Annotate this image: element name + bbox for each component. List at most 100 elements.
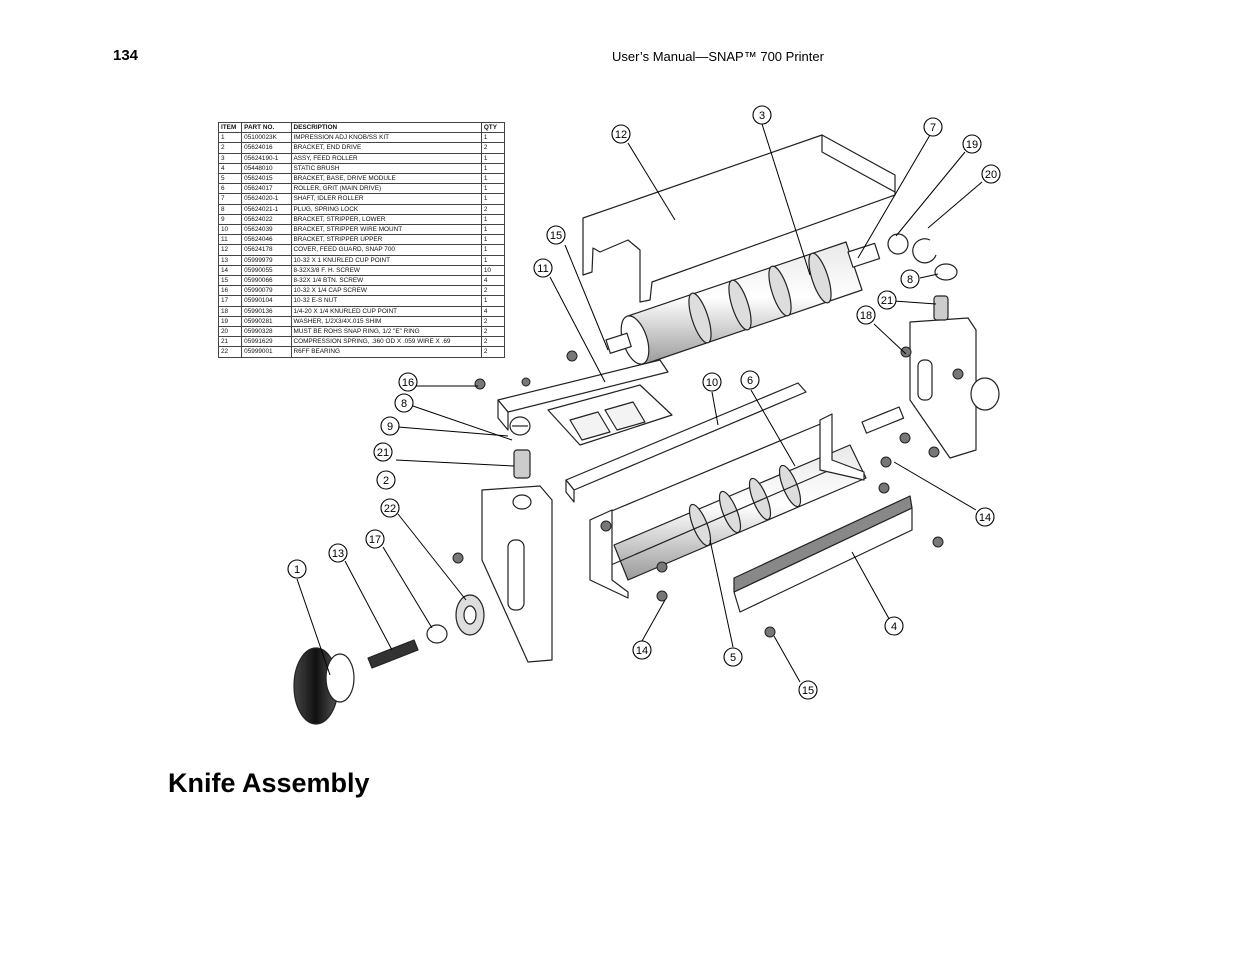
section-title: Knife Assembly <box>168 768 370 798</box>
callout-circle <box>398 372 418 392</box>
springs-part <box>513 295 949 479</box>
callout-circle <box>373 442 393 462</box>
callout-circle <box>740 370 760 390</box>
callout-circle <box>632 640 652 660</box>
callout-circle <box>723 647 743 667</box>
end-drive-bracket-left-part <box>481 485 553 663</box>
part-no-cell: 05990136 <box>241 305 292 317</box>
end-drive-bracket-right-part <box>909 317 1000 459</box>
bearing-part <box>455 594 485 636</box>
part-no-cell: 05990079 <box>241 285 292 297</box>
callout-circle <box>394 393 414 413</box>
static-brush-part <box>733 495 913 613</box>
running-header: User’s Manual—SNAP™ 700 Printer <box>612 49 824 64</box>
part-no-cell: 05990281 <box>241 315 292 328</box>
callout-circle <box>884 616 904 636</box>
callout-label: 1 <box>294 564 300 576</box>
callout-circle <box>611 124 631 144</box>
callout-circle <box>900 269 920 289</box>
callout-circle <box>380 498 400 518</box>
callout-circle <box>877 290 897 310</box>
callout-circle <box>856 305 876 325</box>
callout-label: 14 <box>636 645 648 657</box>
callout-circle <box>328 543 348 563</box>
stripper-bracket-part <box>497 359 673 446</box>
callout-label: 22 <box>384 503 396 515</box>
callout-label: 9 <box>387 421 393 433</box>
callout-circle <box>533 258 553 278</box>
grit-roller-part <box>613 406 905 581</box>
callout-label: 6 <box>747 375 753 387</box>
knurled-screw-part <box>367 639 419 669</box>
column-header-part-no: PART NO. <box>241 121 292 134</box>
part-no-cell: 05990328 <box>241 326 292 338</box>
callout-circle <box>752 105 772 125</box>
callout-label: 21 <box>881 295 893 307</box>
part-no-cell: 05100023K <box>241 132 292 144</box>
callout-circle <box>546 225 566 245</box>
callouts: 1234567889101112131414151516171819202121… <box>287 105 1001 700</box>
stripper-wire-mount-part <box>565 382 807 503</box>
callout-circle <box>923 117 943 137</box>
plug-part <box>934 263 958 281</box>
part-no-cell: 05624015 <box>241 173 292 185</box>
nut-part <box>426 624 448 644</box>
callout-label: 21 <box>377 447 389 459</box>
callout-circle <box>975 507 995 527</box>
part-no-cell: 05624020-1 <box>241 193 292 205</box>
callout-label: 16 <box>402 377 414 389</box>
callout-label: 20 <box>985 169 997 181</box>
callout-label: 11 <box>537 263 548 275</box>
part-no-cell: 05990055 <box>241 264 292 277</box>
part-no-cell: 05624039 <box>241 224 292 236</box>
part-no-cell: 05624017 <box>241 183 292 195</box>
column-header-qty: QTY <box>480 121 506 134</box>
part-no-cell: 05999001 <box>241 346 292 358</box>
callout-label: 14 <box>979 512 991 524</box>
part-no-cell: 05991629 <box>241 336 292 348</box>
callout-label: 18 <box>860 310 872 322</box>
feed-roller-part <box>605 241 881 366</box>
callout-label: 15 <box>802 685 814 697</box>
callout-circle <box>376 470 396 490</box>
callout-circle <box>702 372 722 392</box>
leader-lines <box>296 123 983 683</box>
part-no-cell: 05624190-1 <box>241 152 292 164</box>
base-bracket-part <box>589 413 865 599</box>
callout-circle <box>287 559 307 579</box>
part-no-cell: 05624046 <box>241 234 292 246</box>
table-header-row: ITEM PART NO. DESCRIPTION QTY <box>217 121 506 134</box>
part-no-cell: 05624021-1 <box>241 203 292 215</box>
feed-guard-cover-part <box>582 134 896 303</box>
callout-circle <box>981 164 1001 184</box>
callout-label: 7 <box>930 122 936 134</box>
screws-part <box>452 346 964 638</box>
callout-label: 3 <box>759 110 765 122</box>
part-no-cell: 05624022 <box>241 213 292 226</box>
page-number: 134 <box>113 47 139 64</box>
callout-label: 10 <box>706 377 718 389</box>
callout-circle <box>380 416 400 436</box>
part-no-cell: 05624016 <box>241 142 292 154</box>
washer-part <box>887 233 909 255</box>
e-ring-part <box>912 238 937 264</box>
callout-label: 12 <box>615 129 627 141</box>
callout-circle <box>365 529 385 549</box>
callout-circle <box>962 134 982 154</box>
part-no-cell: 05999979 <box>241 254 292 266</box>
callout-circle <box>798 680 818 700</box>
callout-label: 5 <box>730 652 736 664</box>
knob-part <box>293 647 355 725</box>
callout-label: 4 <box>891 621 897 633</box>
callout-label: 2 <box>383 475 389 487</box>
